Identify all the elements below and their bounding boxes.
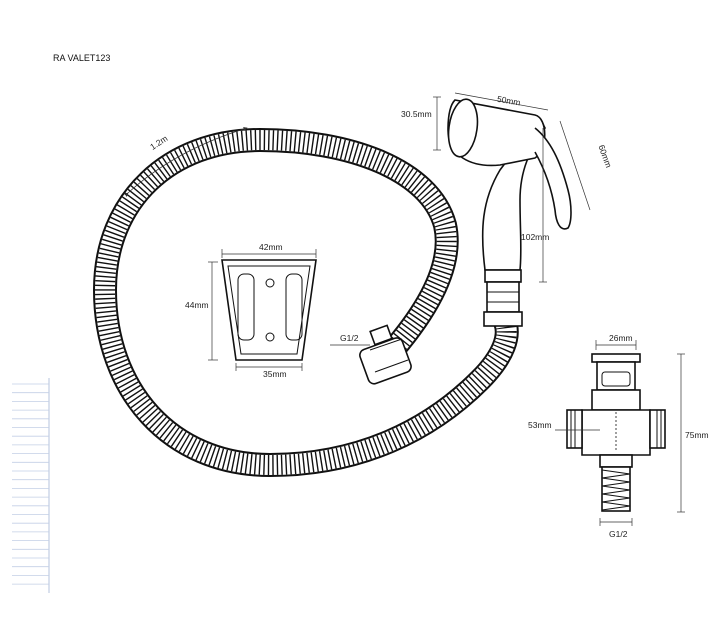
valve-height-label: 75mm [685,430,709,440]
t-valve [566,353,666,512]
ruled-margin-strip [12,378,50,593]
holder-bottom-width-label: 35mm [263,369,287,379]
holder-dims: 42mm 44mm 35mm [185,242,317,379]
hose-length-label: 1.2m [148,133,169,152]
valve-dims: 26mm 53mm 75mm G1/2 [528,333,709,539]
sprayer [447,98,572,327]
valve-body-width-label: 53mm [528,420,552,430]
hose-nut [359,324,412,385]
holder-top-width-label: 42mm [259,242,283,252]
sprayer-head-height-label: 30.5mm [401,109,432,119]
hose-length-arrow [123,127,248,197]
valve-thread-label: G1/2 [609,529,628,539]
model-code: RA VALET123 [53,53,110,63]
holder-height-label: 44mm [185,300,209,310]
sprayer-length-label: 102mm [521,232,549,242]
hose [92,127,519,478]
hose-nut-thread-label: G1/2 [340,333,359,343]
sprayer-lever-label: 60mm [596,143,613,169]
wall-holder [221,259,317,361]
hose-nut-thread-dim: G1/2 [330,333,370,346]
sprayer-head-width-label: 50mm [496,94,521,108]
valve-top-width-label: 26mm [609,333,633,343]
